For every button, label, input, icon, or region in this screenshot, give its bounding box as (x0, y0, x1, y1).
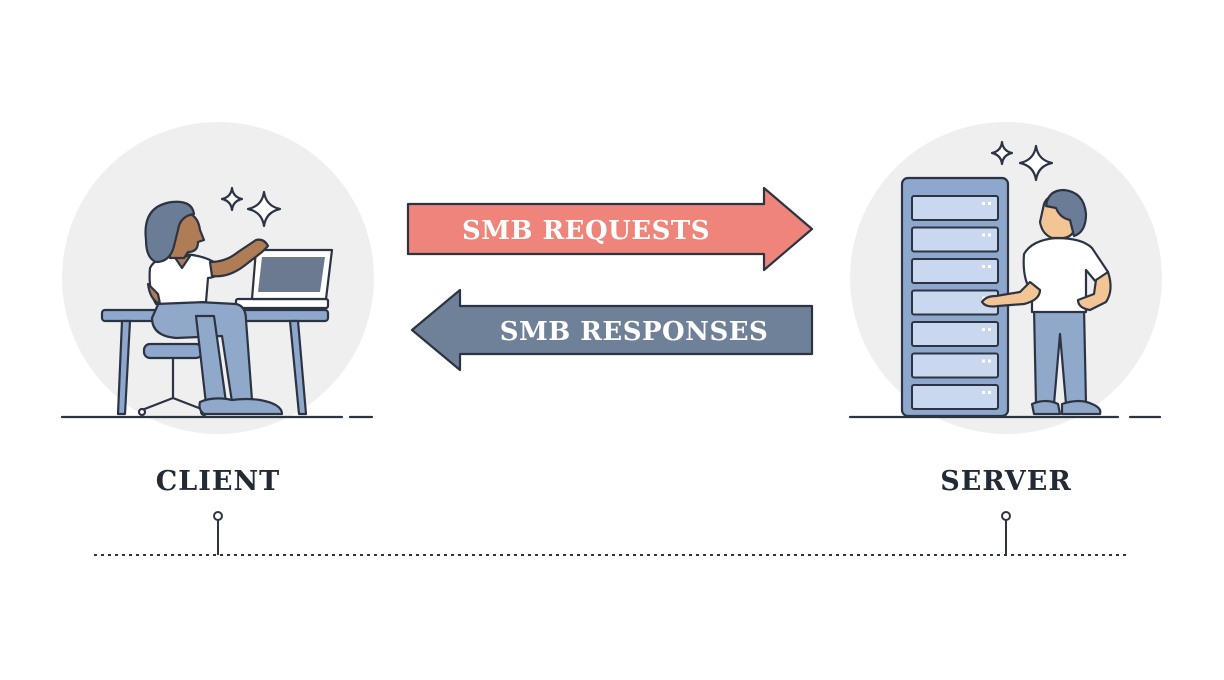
client-person (144, 200, 284, 416)
rack-led-icon (982, 265, 985, 268)
rack-led-icon (982, 233, 985, 237)
server-rack (900, 176, 1010, 418)
server-pin-icon (1001, 511, 1011, 521)
sparkle-small-icon (220, 186, 244, 212)
laptop (234, 248, 334, 310)
rack-slot (911, 384, 999, 410)
rack-slot (911, 195, 999, 221)
client-hair (144, 200, 196, 264)
client-label: CLIENT (156, 466, 280, 497)
timeline (94, 511, 1128, 556)
client-pin-icon (213, 511, 223, 521)
rack-led-icon (982, 328, 985, 331)
rack-slot (911, 226, 999, 253)
client-arm (208, 238, 270, 278)
rack-led-icon (982, 359, 985, 363)
server-person (980, 188, 1112, 416)
rack-led-icon (988, 202, 991, 205)
rack-led-icon (982, 202, 985, 205)
rack-slot (911, 321, 999, 347)
sparkle-small-icon (990, 140, 1014, 166)
sparkle-icon (246, 190, 282, 228)
server-hair (1044, 188, 1088, 238)
server-label: SERVER (940, 466, 1072, 497)
rack-led-icon (982, 296, 985, 300)
server-shoes (1030, 399, 1062, 416)
rack-led-icon (988, 265, 991, 268)
rack-slot (911, 352, 999, 379)
smb-requests-arrow: SMB REQUESTS (406, 186, 814, 272)
rack-led-icon (988, 328, 991, 331)
server-illustration (848, 122, 1162, 434)
rack-led-icon (988, 233, 991, 237)
requests-arrow-label: SMB REQUESTS (462, 216, 710, 246)
responses-arrow-shape (410, 288, 814, 372)
laptop-display (258, 257, 325, 292)
responses-arrow-label: SMB RESPONSES (500, 317, 769, 347)
rack-led-icon (988, 359, 991, 363)
rack-led-icon (988, 391, 991, 394)
rack-slot (911, 258, 999, 284)
sparkle-icon (1018, 144, 1054, 182)
requests-arrow-shape (406, 186, 814, 272)
server-shirt (1022, 236, 1110, 314)
laptop-keyboard (234, 297, 330, 310)
server-arm (980, 280, 1042, 308)
smb-responses-arrow: SMB RESPONSES (410, 288, 814, 372)
rack-led-icon (982, 391, 985, 394)
client-illustration (60, 122, 374, 434)
client-shoes (198, 397, 284, 416)
